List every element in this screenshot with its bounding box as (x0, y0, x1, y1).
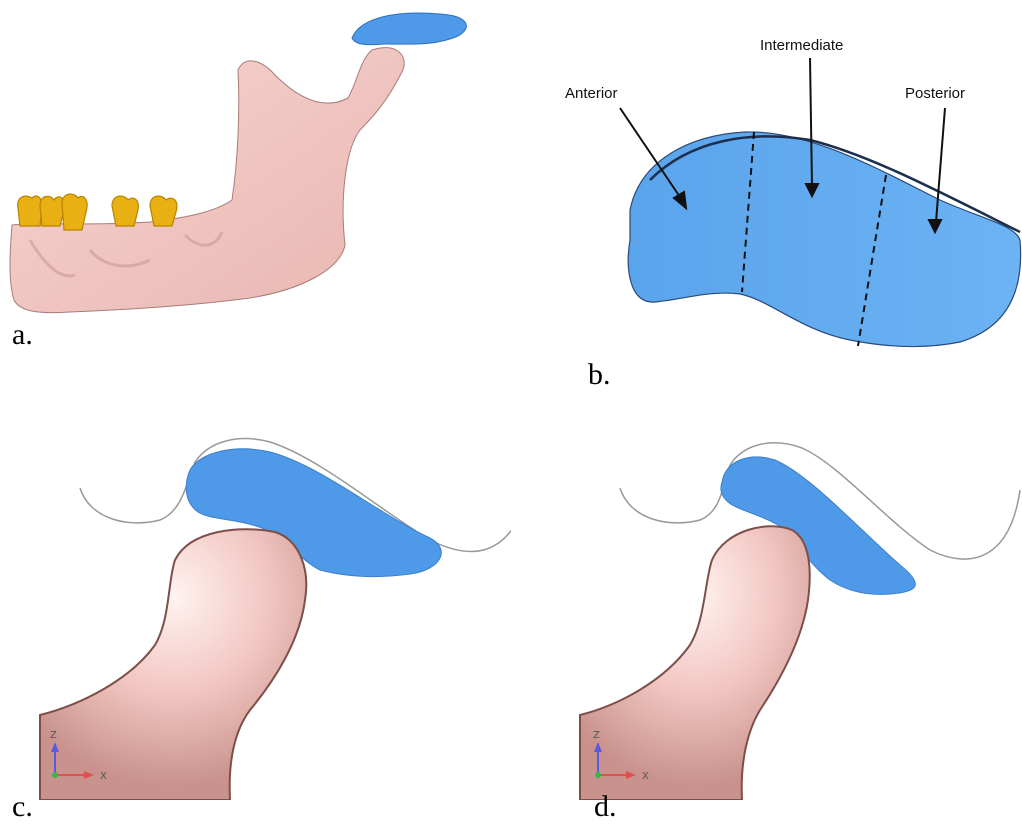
tooth (112, 196, 138, 226)
label-intermediate: Intermediate (760, 37, 843, 54)
caption-b: b. (588, 358, 611, 392)
mandibular-condyle (40, 529, 306, 800)
axis-x-label: X (100, 771, 107, 782)
caption-d: d. (594, 790, 617, 824)
tooth (18, 196, 42, 226)
mandibular-condyle (580, 526, 810, 800)
axis-z-label: Z (50, 730, 57, 741)
mandible (10, 48, 404, 313)
articular-disc (352, 13, 466, 45)
caption-a: a. (12, 318, 33, 352)
label-posterior: Posterior (905, 85, 965, 102)
axis-x-label: X (642, 771, 649, 782)
tooth (62, 194, 87, 230)
caption-c: c. (12, 790, 33, 824)
panel-c-condyle-disc: Z X c. (0, 420, 511, 825)
panel-b-disc-regions: Anterior Intermediate Posterior b. (520, 0, 1022, 400)
tooth (150, 196, 177, 226)
label-anterior: Anterior (565, 85, 618, 102)
axis-z-label: Z (593, 730, 600, 741)
tooth (40, 196, 64, 226)
disc-shape (628, 132, 1020, 347)
panel-d-condyle-disc: Z X d. (540, 420, 1022, 825)
panel-a-mandible: a. (0, 0, 500, 360)
